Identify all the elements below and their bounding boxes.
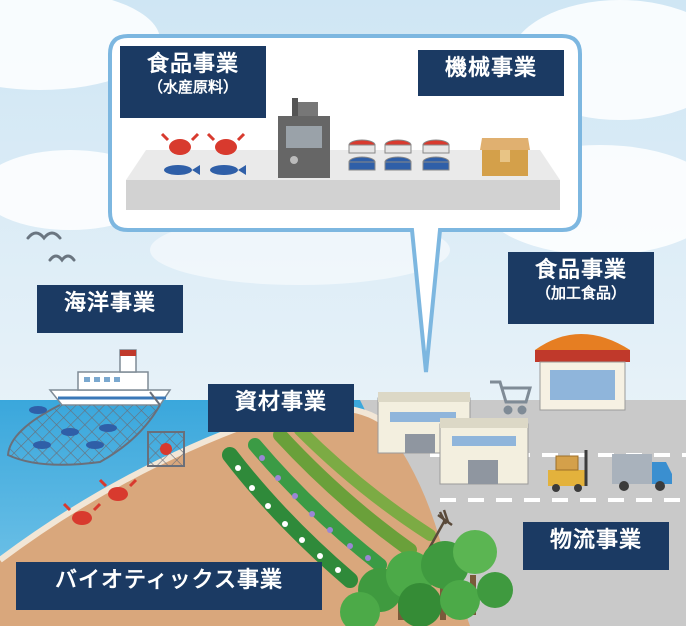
label-food-seafood: 食品事業 （水産原料） [120,46,266,118]
net-icon [6,391,161,466]
ship-icon [48,349,172,406]
tree-icon [340,530,513,626]
label-food-seafood-title: 食品事業 [146,52,239,77]
label-logistics: 物流事業 [523,522,669,570]
label-marine: 海洋事業 [37,285,183,333]
label-biotics-title: バイオティックス事業 [54,568,284,593]
label-marine-title: 海洋事業 [63,291,156,316]
can-icon [348,139,450,171]
label-machinery-title: 機械事業 [444,56,537,81]
flower-row-icon [222,424,436,588]
cart-icon [490,380,532,415]
label-food-processed-title: 食品事業 [534,258,627,283]
bird-icon [26,231,76,263]
fish-icon [164,165,246,175]
label-materials-title: 資材事業 [234,390,327,415]
machine-icon [278,98,330,178]
label-food-seafood-subtitle: （水産原料） [147,78,238,97]
crab-icon [160,132,246,155]
label-materials: 資材事業 [208,384,354,432]
fish-icon [29,406,117,449]
label-machinery: 機械事業 [418,50,564,96]
label-food-processed-subtitle: （加工食品） [535,284,626,303]
label-logistics-title: 物流事業 [549,528,642,553]
label-biotics: バイオティックス事業 [16,562,322,610]
box-icon [480,138,530,176]
label-food-processed: 食品事業 （加工食品） [508,252,654,324]
forklift-icon [548,450,588,492]
truck-icon [612,454,672,491]
store-icon [535,334,630,411]
crab-icon [62,478,138,525]
crab-trap [147,431,185,467]
warehouse-icon [377,392,529,485]
